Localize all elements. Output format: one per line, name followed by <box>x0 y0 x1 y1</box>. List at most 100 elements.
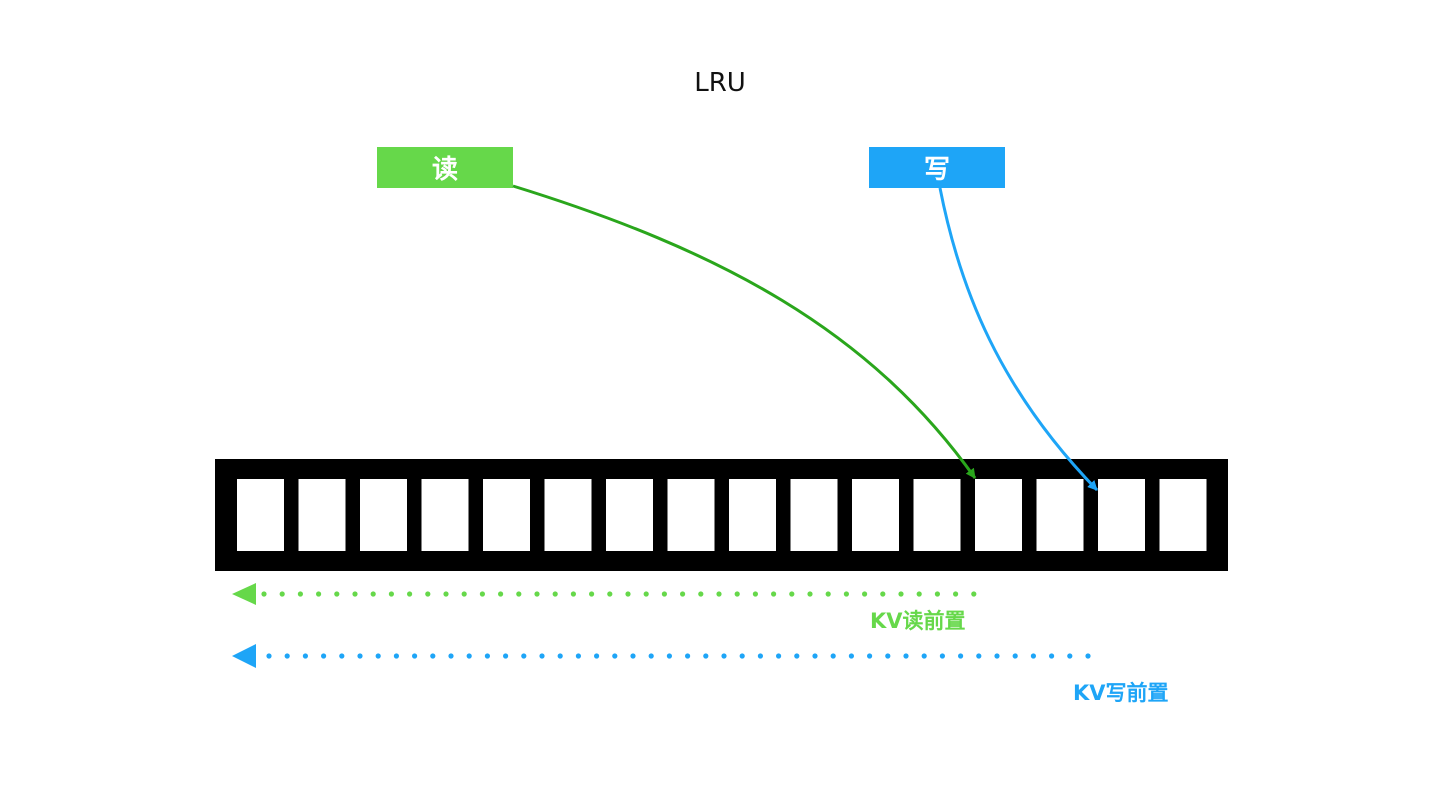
track-dot <box>479 591 485 597</box>
track-dot <box>843 591 850 597</box>
write-box: 写 <box>869 147 1005 188</box>
cache-slot <box>421 479 469 551</box>
track-dot <box>903 653 909 659</box>
track-dot <box>284 653 290 659</box>
track-dot <box>1049 653 1055 659</box>
track-dot <box>557 653 563 659</box>
track-dot <box>589 591 595 597</box>
track-dot <box>862 591 868 597</box>
track-dot <box>703 653 709 659</box>
track-dot <box>934 591 941 597</box>
track-dot <box>994 653 1000 659</box>
track-dot <box>570 591 577 597</box>
track-dot <box>794 653 800 659</box>
track-dot <box>1012 653 1018 659</box>
write-track-arrowhead <box>232 644 256 668</box>
track-dot <box>752 591 759 597</box>
track-dot <box>370 591 376 597</box>
track-dot <box>297 591 303 597</box>
track-dot <box>771 591 777 597</box>
track-dot <box>302 653 308 659</box>
track-dot <box>575 653 582 659</box>
track-dot <box>334 591 340 597</box>
cache-slot <box>729 479 776 551</box>
track-dot <box>685 653 691 659</box>
track-dot <box>716 591 722 597</box>
cache-slot <box>913 479 961 551</box>
track-dot <box>921 653 927 659</box>
cache-slot <box>667 479 715 551</box>
track-dot <box>880 591 886 597</box>
track-dot <box>812 653 818 659</box>
write-arrow <box>938 187 1099 492</box>
track-dot <box>539 653 545 659</box>
cache-slot <box>790 479 838 551</box>
cache-slot <box>1036 479 1084 551</box>
track-dot <box>825 591 831 597</box>
diagram-title: LRU <box>694 68 746 98</box>
track-dot <box>516 591 522 597</box>
read-track-arrowhead <box>232 583 256 605</box>
track-dot <box>958 653 964 659</box>
cache-slot <box>298 479 346 551</box>
track-dot <box>266 653 272 659</box>
cache-slot <box>544 479 592 551</box>
write-promote-track <box>232 644 1091 668</box>
track-dot <box>448 653 454 659</box>
track-dot <box>388 591 394 597</box>
track-dot <box>607 591 613 597</box>
track-dot <box>953 591 959 597</box>
track-dot <box>612 653 618 659</box>
track-dot <box>630 653 636 659</box>
track-dot <box>885 653 891 659</box>
track-dot <box>971 591 977 597</box>
track-dot <box>484 653 490 659</box>
track-dot <box>503 653 509 659</box>
track-dot <box>425 591 431 597</box>
track-dot <box>461 591 467 597</box>
write-caption: KV写前置 <box>1073 681 1169 705</box>
track-dot <box>412 653 418 659</box>
track-dot <box>466 653 472 659</box>
track-dot <box>261 591 267 597</box>
track-dot <box>534 591 540 597</box>
track-dot <box>898 591 904 597</box>
track-dot <box>848 653 855 659</box>
read-caption: KV读前置 <box>870 609 966 633</box>
track-dot <box>1030 653 1036 659</box>
track-dot <box>648 653 654 659</box>
track-dot <box>375 653 381 659</box>
cache-slot <box>1098 479 1145 551</box>
track-dot <box>279 591 285 597</box>
cache-slots <box>237 479 1207 551</box>
track-dot <box>757 653 764 659</box>
track-dot <box>734 591 740 597</box>
cache-slot <box>483 479 530 551</box>
track-dot <box>393 653 399 659</box>
track-dot <box>830 653 836 659</box>
track-dot <box>321 653 327 659</box>
track-dot <box>339 653 345 659</box>
track-dot <box>352 591 358 597</box>
read-arrow <box>512 184 977 479</box>
track-dot <box>594 653 600 659</box>
track-dot <box>643 591 649 597</box>
read-promote-track <box>232 583 977 605</box>
track-dot <box>789 591 795 597</box>
cache-slot <box>975 479 1022 551</box>
track-dot <box>698 591 704 597</box>
track-dot <box>552 591 558 597</box>
track-dot <box>1067 653 1073 659</box>
track-dot <box>316 591 322 597</box>
track-dot <box>976 653 982 659</box>
track-dot <box>807 591 813 597</box>
track-dot <box>1085 653 1091 659</box>
track-dot <box>776 653 782 659</box>
cache-slot <box>606 479 653 551</box>
track-dot <box>680 591 686 597</box>
track-dot <box>625 591 631 597</box>
write-label: 写 <box>923 155 950 185</box>
track-dot <box>939 653 946 659</box>
track-dot <box>521 653 527 659</box>
